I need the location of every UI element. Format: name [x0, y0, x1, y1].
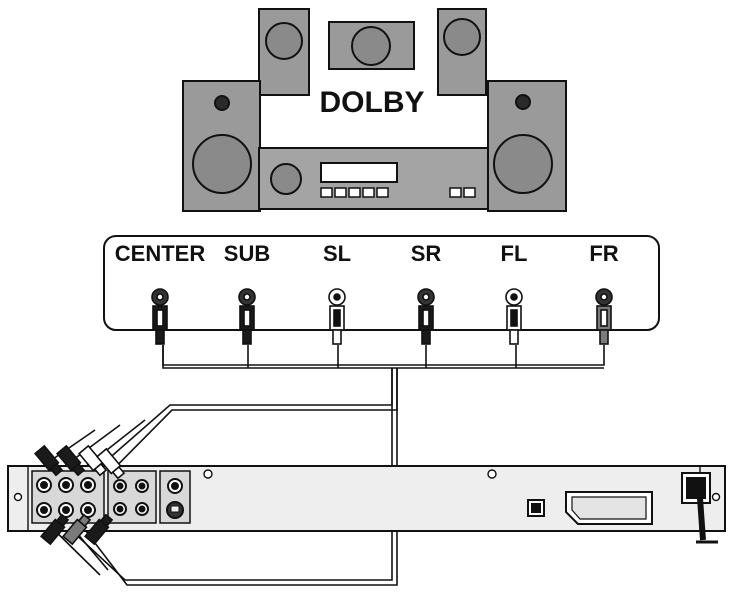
rca-jack-icon — [328, 288, 346, 345]
rca-jack-icon — [505, 288, 523, 345]
rca-jack-icon — [238, 288, 256, 345]
channel-label-center: CENTER — [115, 241, 206, 266]
rear-right-speaker-icon — [437, 8, 487, 96]
front-right-speaker-icon — [487, 80, 567, 212]
optical-out-icon — [527, 499, 545, 517]
amplifier-icon — [258, 147, 489, 210]
channel-label-fr: FR — [589, 241, 618, 266]
dvd-player-icon — [7, 465, 726, 544]
player-plugs — [33, 444, 126, 546]
dolby-label: DOLBY — [320, 86, 425, 119]
channel-jacks — [151, 288, 613, 345]
rca-jack-icon — [595, 288, 613, 345]
home-theater-system — [182, 8, 567, 212]
channel-labels: CENTER SUB SL SR FL FR — [115, 241, 619, 266]
channel-label-sl: SL — [323, 241, 351, 266]
power-socket-icon — [681, 472, 718, 544]
front-left-speaker-icon — [182, 80, 261, 212]
channel-label-sr: SR — [411, 241, 442, 266]
rear-left-speaker-icon — [258, 8, 310, 96]
center-speaker-icon — [328, 21, 415, 70]
channel-label-fl: FL — [501, 241, 528, 266]
scart-connector-icon — [565, 491, 653, 525]
rca-jack-icon — [151, 288, 169, 345]
channel-label-sub: SUB — [224, 241, 270, 266]
rca-jack-icon — [417, 288, 435, 345]
